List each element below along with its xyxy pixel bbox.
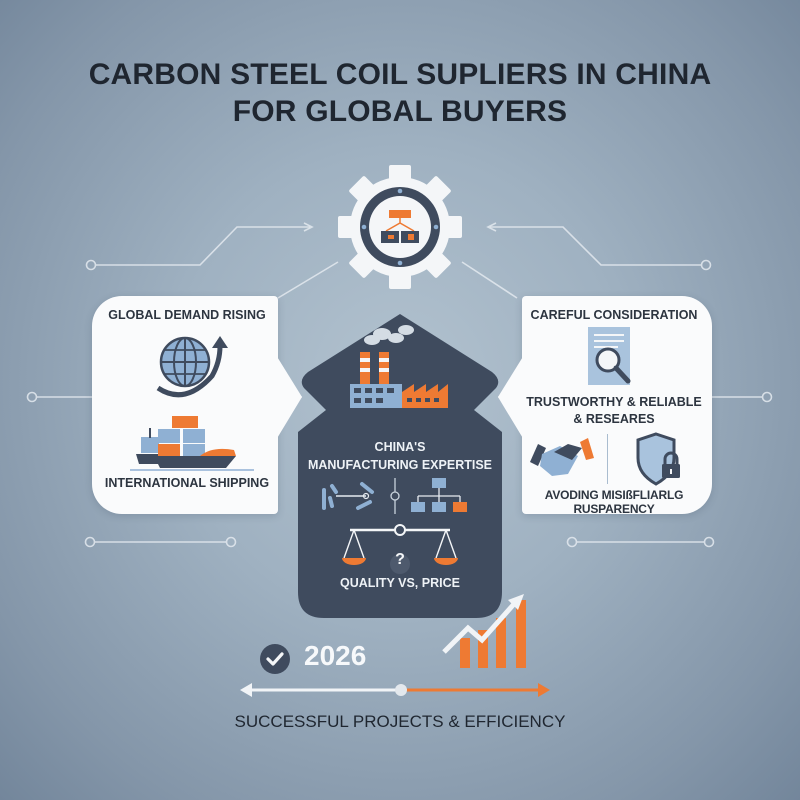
international-shipping-label: INTERNATIONAL SHIPPING — [104, 476, 270, 490]
heading-line-2: MANUFACTURING EXPERTISE — [307, 458, 493, 472]
timeline-caption: SUCCESSFUL PROJECTS & EFFICIENCY — [234, 712, 566, 731]
global-demand-heading: GLOBAL DEMAND RISING — [108, 308, 266, 322]
careful-consideration-heading: CAREFUL CONSIDERATION — [530, 308, 698, 322]
page-title-line-2: FOR GLOBAL BUYERS — [232, 95, 568, 128]
document-magnifier-icon — [588, 327, 631, 385]
factory-icon — [350, 325, 448, 408]
handshake-icon — [530, 438, 594, 476]
page-title-line-1: CARBON STEEL COIL SUPLIERS IN CHINA — [88, 58, 712, 91]
left-card-arrow-tip — [276, 355, 302, 440]
balance-scale-icon — [342, 524, 458, 574]
avoiding-misleading-transparency-label: AVODING MISIßFLIARLG RUSPARENCY — [544, 488, 684, 516]
process-links-icon — [322, 482, 374, 510]
year-label: 2026 — [304, 640, 367, 671]
quality-vs-price-label: QUALITY VS, PRICE — [340, 576, 460, 590]
shield-lock-icon — [636, 432, 680, 486]
trustworthy-reliable-label: TRUSTWORTHY & RELIABLE & RESEARES — [516, 394, 712, 428]
check-circle-icon — [260, 644, 290, 674]
growth-chart-icon — [442, 594, 526, 668]
gear-with-flowchart-icon — [338, 165, 462, 289]
globe-with-arrow-icon — [156, 336, 228, 398]
global-demand-card — [92, 296, 278, 514]
vertical-divider — [390, 478, 400, 514]
cargo-ship-icon — [130, 416, 254, 471]
divider — [607, 434, 608, 484]
trustworthy-line-2: & RESEARES — [573, 412, 655, 426]
manufacturing-expertise-heading: CHINA'S MANUFACTURING EXPERTISE — [300, 438, 500, 474]
right-card-arrow-tip — [498, 355, 524, 440]
timeline-bar — [240, 683, 550, 697]
trustworthy-line-1: TRUSTWORTHY & RELIABLE — [526, 395, 702, 409]
heading-line-1: CHINA'S — [374, 440, 426, 454]
question-mark: ? — [395, 551, 405, 568]
org-chart-icon — [411, 478, 467, 512]
